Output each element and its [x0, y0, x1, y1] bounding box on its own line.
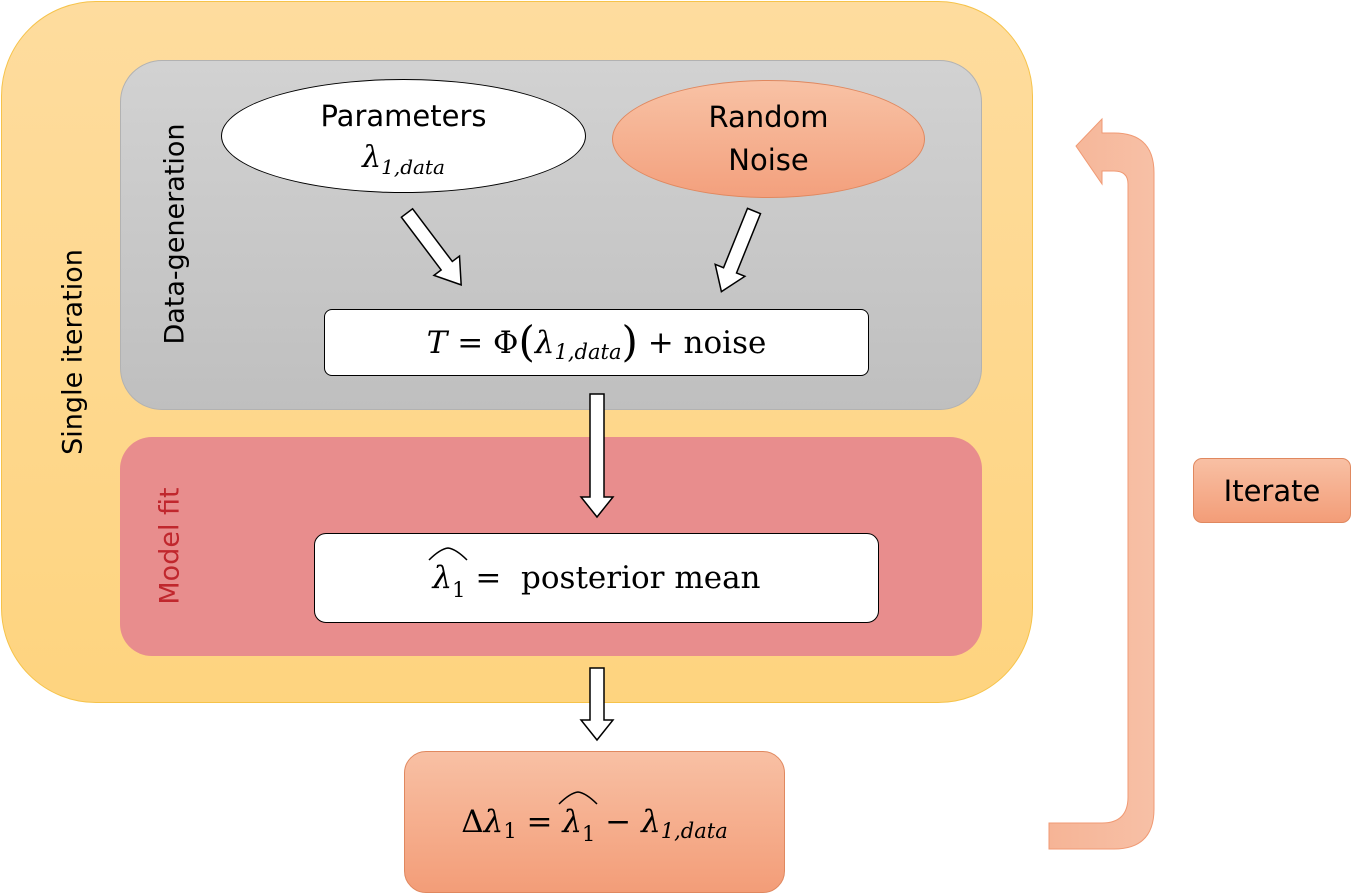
- iterate-box: Iterate: [1193, 458, 1351, 523]
- random-noise-node: Random Noise: [612, 80, 925, 198]
- random-noise-line2: Noise: [728, 143, 809, 177]
- fit-to-delta-arrow: [579, 667, 615, 742]
- lambda-hat: λ1: [428, 547, 468, 602]
- parameters-symbol: λ1,data: [362, 140, 445, 180]
- delta-lambda-hat: λ1: [558, 791, 598, 846]
- parameters-node: Parameters λ1,data: [221, 79, 586, 193]
- random-noise-line1: Random: [708, 99, 829, 134]
- parameters-arrow: [400, 207, 462, 286]
- data-to-fit-arrow: [579, 393, 615, 519]
- noise-arrow: [714, 207, 762, 293]
- estimate-formula-box: λ1 = posterior mean: [314, 533, 879, 623]
- parameters-title: Parameters: [320, 98, 487, 133]
- iterate-loop-arrow: [1048, 117, 1155, 850]
